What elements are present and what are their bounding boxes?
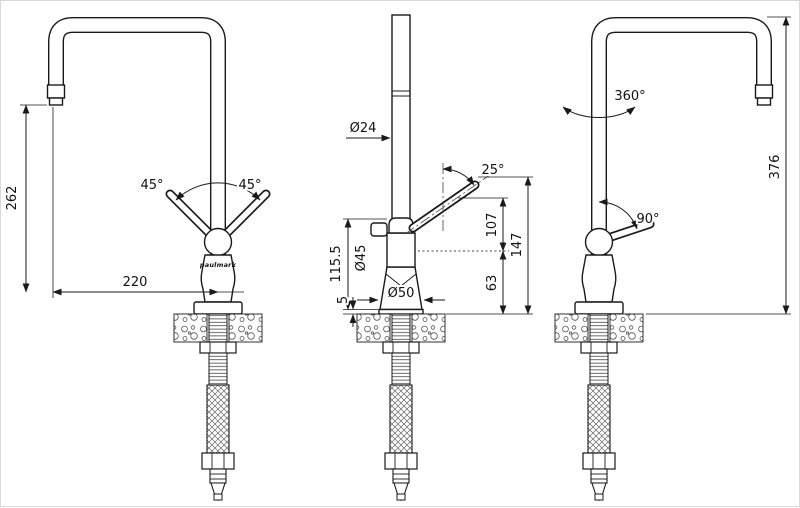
dim-262: 262 bbox=[3, 104, 47, 293]
handle-swing-arc bbox=[175, 182, 261, 201]
escutcheon bbox=[574, 301, 624, 315]
handle-lever bbox=[584, 219, 655, 257]
dim-115-5: 115.5 bbox=[327, 218, 387, 310]
angle-45-right-label: 45° bbox=[238, 178, 261, 193]
dim-5-label: 5 bbox=[336, 296, 351, 304]
faucet-body bbox=[581, 254, 617, 303]
dim-d50-label: Ø50 bbox=[388, 286, 415, 301]
dim-376: 376 bbox=[646, 16, 791, 315]
spout-aerator bbox=[48, 97, 64, 106]
angle-90-label: 90° bbox=[636, 212, 659, 227]
swivel-annotation: 360° bbox=[562, 87, 648, 118]
body-cylinder bbox=[386, 232, 416, 268]
left-view: paulmark 45° 45° 262 220 bbox=[3, 17, 271, 501]
body-chevron bbox=[385, 273, 417, 287]
dim-d24: Ø24 bbox=[346, 119, 391, 142]
handle-pivot bbox=[584, 227, 614, 257]
dim-d24-label: Ø24 bbox=[350, 121, 377, 136]
spout-aerator bbox=[756, 97, 772, 106]
mounting-assembly bbox=[554, 313, 644, 501]
angle-45-left-label: 45° bbox=[140, 178, 163, 193]
right-side-dims: 107 63 147 bbox=[418, 176, 533, 315]
escutcheon bbox=[193, 301, 243, 315]
dim-220-label: 220 bbox=[123, 275, 148, 290]
angle-360-label: 360° bbox=[614, 89, 645, 104]
escutcheon bbox=[378, 308, 424, 315]
dim-220: 220 bbox=[52, 273, 244, 296]
dim-5: 5 bbox=[334, 294, 378, 327]
mounting-assembly bbox=[356, 313, 446, 501]
handle-positions bbox=[165, 189, 271, 257]
angle-90-annotation: 90° bbox=[598, 198, 662, 230]
dim-376-label: 376 bbox=[768, 155, 783, 180]
angle-25-annotation: 25° bbox=[404, 161, 507, 235]
dim-115-5-label: 115.5 bbox=[329, 245, 344, 282]
right-view: 360° 90° 376 bbox=[554, 16, 791, 501]
spout-nozzle bbox=[46, 84, 66, 99]
dim-147-label: 147 bbox=[510, 233, 525, 258]
dim-63-label: 63 bbox=[485, 275, 500, 292]
dim-d50: Ø50 bbox=[357, 284, 445, 304]
dim-262-label: 262 bbox=[5, 186, 20, 211]
brand-logo: paulmark bbox=[199, 261, 237, 269]
spout-pipe bbox=[391, 14, 411, 242]
side-outlet bbox=[370, 222, 388, 237]
dim-107-label: 107 bbox=[485, 213, 500, 238]
handle-pivot bbox=[203, 227, 233, 257]
angle-25-label: 25° bbox=[481, 163, 504, 178]
mounting-assembly bbox=[173, 313, 263, 501]
spout bbox=[46, 17, 226, 259]
dim-d45-label: Ø45 bbox=[354, 245, 369, 272]
spout-nozzle bbox=[754, 84, 774, 99]
front-view: 25° Ø24 115.5 Ø45 5 Ø50 bbox=[327, 14, 533, 501]
spout bbox=[591, 17, 774, 259]
